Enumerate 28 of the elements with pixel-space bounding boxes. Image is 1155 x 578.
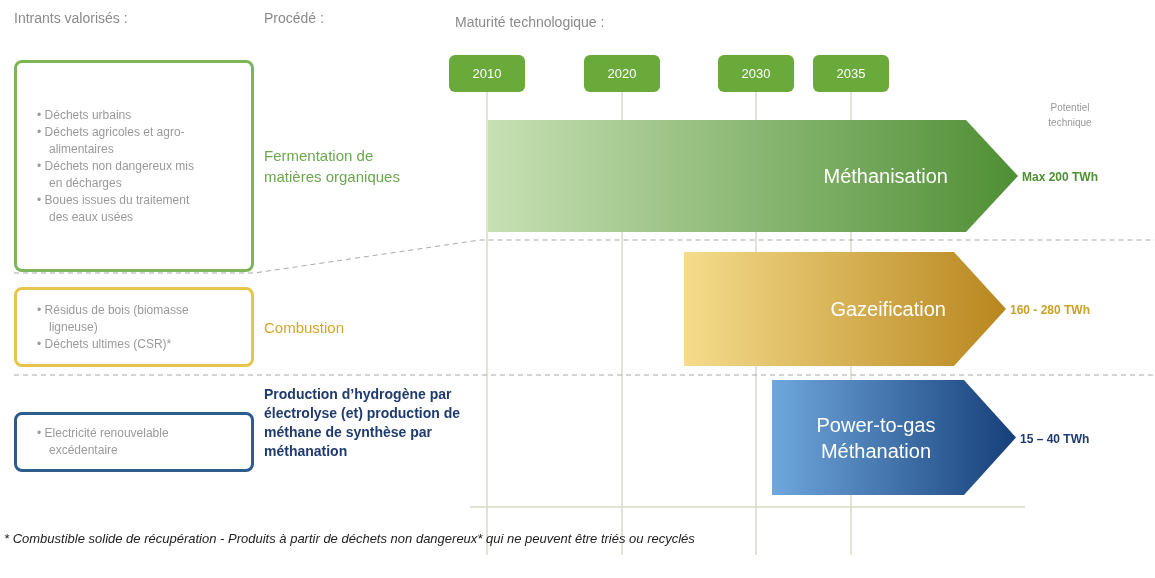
process-label: Combustion bbox=[264, 318, 346, 338]
input-box bbox=[14, 60, 254, 272]
input-item: • Déchets non dangereux mis en décharges bbox=[37, 157, 195, 192]
input-item: • Déchets agricoles et agro-alimentaires bbox=[37, 123, 186, 158]
year-marker: 2010 bbox=[449, 55, 525, 92]
process-name: Gazeification bbox=[830, 297, 946, 322]
year-marker: 2020 bbox=[584, 55, 660, 92]
column-heading: Maturité technologique : bbox=[455, 13, 606, 32]
process-label: Fermentation de matières organiques bbox=[264, 146, 401, 187]
potential-value: 15 – 40 TWh bbox=[1020, 430, 1090, 448]
process-name: Méthanisation bbox=[823, 164, 948, 189]
column-heading: Procédé : bbox=[264, 9, 325, 28]
process-name: Power-to-gas Méthanation bbox=[815, 412, 937, 464]
column-heading: Intrants valorisés : bbox=[14, 9, 129, 28]
input-item: • Electricité renouvelable excédentaire bbox=[37, 425, 170, 459]
input-item: • Déchets urbains bbox=[37, 106, 133, 124]
input-box bbox=[14, 412, 254, 472]
potential-value: Max 200 TWh bbox=[1022, 169, 1099, 186]
footnote: * Combustible solide de récupération - Produits à partir de déchets non dangereux* qui ne peuvent être triés ou recyclés bbox=[4, 530, 696, 548]
potential-value: 160 - 280 TWh bbox=[1010, 302, 1091, 319]
year-marker: 2030 bbox=[718, 55, 794, 92]
column-heading: Potentiel technique bbox=[1047, 101, 1093, 130]
input-box bbox=[14, 287, 254, 367]
input-item: • Résidus de bois (biomasse ligneuse) bbox=[37, 301, 190, 336]
year-marker: 2035 bbox=[813, 55, 889, 92]
process-label: Production d’hydrogène par électrolyse (et) production de méthane de synthèse par méthanation bbox=[264, 385, 462, 461]
input-item: • Boues issues du traitement des eaux usées bbox=[37, 191, 191, 226]
input-item: • Déchets ultimes (CSR)* bbox=[37, 335, 173, 353]
